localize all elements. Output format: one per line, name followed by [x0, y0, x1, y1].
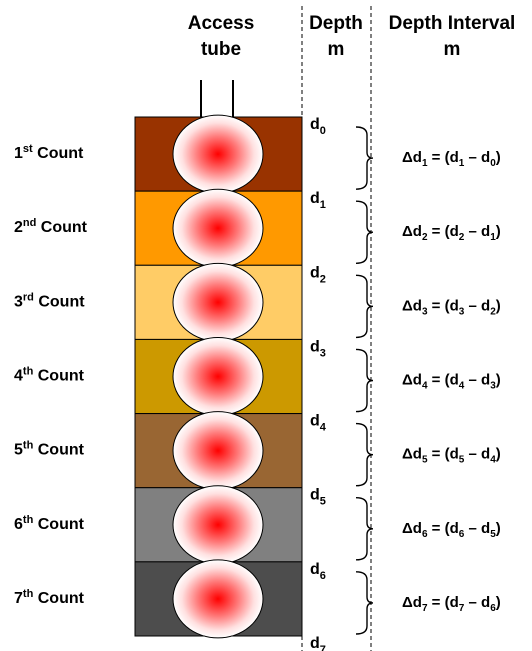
interval-braces	[355, 126, 374, 635]
interval-formula-1: Δd1 = (d1 – d0)	[402, 149, 501, 169]
header-depth: Depth	[309, 13, 363, 34]
depth-label-1: d1	[310, 190, 326, 211]
interval-brace-6	[355, 497, 374, 561]
depth-label-6: d6	[310, 561, 326, 582]
interval-brace-1	[355, 126, 374, 190]
depth-label-3: d3	[310, 338, 326, 359]
interval-brace-3	[355, 274, 374, 339]
probe-sphere-1	[172, 114, 264, 194]
depth-label-4: d4	[310, 413, 327, 434]
header-interval: Depth Interval	[389, 13, 516, 34]
probe-sphere-4	[172, 337, 264, 416]
interval-formula-2: Δd2 = (d2 – d1)	[402, 223, 501, 243]
depth-labels: d0 d1 d2 d3 d4 d5 d6 d7	[310, 116, 327, 651]
probe-sphere-6	[172, 485, 264, 565]
count-label-2: 2nd Count	[14, 217, 88, 236]
interval-brace-5	[355, 422, 374, 487]
interval-formula-3: Δd3 = (d3 – d2)	[402, 297, 501, 317]
count-label-1: 1st Count	[14, 143, 84, 162]
depth-label-2: d2	[310, 264, 326, 285]
header-tube: tube	[201, 39, 241, 60]
count-label-3: 3rd Count	[14, 291, 85, 310]
probe-sphere-5	[172, 411, 264, 491]
depth-label-5: d5	[310, 487, 326, 508]
count-label-4: 4th Count	[14, 366, 85, 385]
probe-sphere-3	[172, 262, 264, 342]
soil-layers	[134, 114, 303, 639]
interval-brace-7	[355, 571, 374, 635]
header-interval-unit: m	[444, 39, 461, 60]
header-access: Access	[188, 13, 255, 34]
count-label-6: 6th Count	[14, 514, 85, 533]
count-label-5: 5th Count	[14, 440, 85, 459]
probe-sphere-7	[172, 559, 264, 639]
count-label-7: 7th Count	[14, 588, 85, 607]
header-depth-unit: m	[328, 39, 345, 60]
interval-formula-6: Δd6 = (d6 – d5)	[402, 520, 501, 540]
depth-label-7: d7	[310, 635, 326, 651]
probe-sphere-2	[172, 188, 264, 268]
depth-label-0: d0	[310, 116, 326, 137]
interval-brace-4	[355, 348, 374, 413]
interval-formula-7: Δd7 = (d7 – d6)	[402, 594, 501, 614]
interval-formula-4: Δd4 = (d4 – d3)	[402, 372, 501, 392]
interval-formula-5: Δd5 = (d5 – d4)	[402, 446, 501, 466]
interval-brace-2	[355, 200, 374, 264]
interval-formulas: Δd1 = (d1 – d0) Δd2 = (d2 – d1) Δd3 = (d3 …	[402, 149, 501, 614]
count-labels: 1st Count 2nd Count 3rd Count 4th Count 5th …	[14, 143, 88, 607]
